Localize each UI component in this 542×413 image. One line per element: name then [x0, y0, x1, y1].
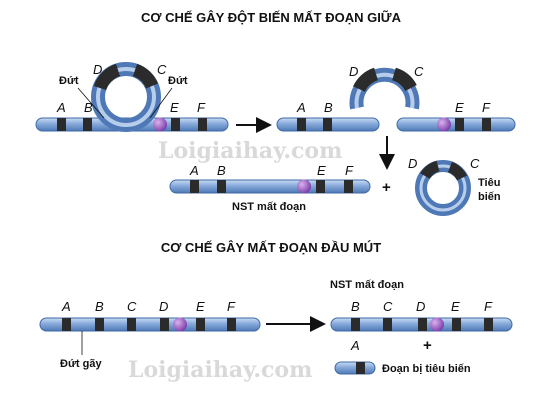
ring-fragment — [415, 160, 471, 216]
gene-label-c-4: C — [127, 299, 137, 314]
gene-label-d-2: D — [349, 64, 358, 79]
gene-label-e-5: E — [451, 299, 460, 314]
fragment-label: Đoạn bị tiêu biến — [382, 363, 471, 375]
gene-label-d-4: D — [159, 299, 168, 314]
band-a — [57, 118, 66, 131]
gene-label-e-4: E — [196, 299, 205, 314]
micronucleus-label-line2: biến — [478, 191, 501, 203]
gene-label-b-2: B — [324, 100, 333, 115]
gene-label-e-2: E — [455, 100, 464, 115]
break-pointer-left — [77, 87, 105, 119]
deleted-chromosome-label: NST mất đoạn — [232, 201, 306, 213]
gene-label-f-2: F — [482, 100, 491, 115]
plus-sign-2: + — [423, 337, 432, 354]
gene-label-c-2: C — [414, 64, 424, 79]
gene-label-a-2: A — [296, 100, 306, 115]
micronucleus-label-line1: Tiêu — [478, 177, 500, 189]
gene-label-b: B — [84, 100, 93, 115]
gene-label-b-4: B — [95, 299, 104, 314]
gene-label-a: A — [56, 100, 66, 115]
gene-label-f-5: F — [484, 299, 493, 314]
chromosome-original — [39, 317, 261, 332]
gene-label-f: F — [197, 100, 206, 115]
gene-label-e-3: E — [317, 163, 326, 178]
band-f — [198, 118, 207, 131]
gene-label-b-3: B — [217, 163, 226, 178]
gene-label-c-5: C — [383, 299, 393, 314]
gene-label-d: D — [93, 62, 102, 77]
break-pointer-right — [149, 87, 173, 119]
band-e — [171, 118, 180, 131]
watermark-top: Loigiaihay.com — [158, 138, 342, 164]
terminal-fragment — [334, 361, 376, 375]
gene-label-c-ring: C — [470, 156, 480, 171]
gene-label-f-3: F — [345, 163, 354, 178]
title-interstitial-deletion: CƠ CHẾ GÂY ĐỘT BIẾN MẤT ĐOẠN GIỮA — [141, 10, 402, 25]
break-label-right: Đứt — [168, 75, 188, 87]
chromosome-interstitial-deleted — [169, 179, 371, 194]
break-label-left: Đứt — [59, 75, 79, 87]
gene-label-a-5: A — [350, 338, 360, 353]
gene-label-a-3: A — [189, 163, 199, 178]
gene-label-b-5: B — [351, 299, 360, 314]
chromosome-broken-pieces — [276, 67, 516, 132]
centromere — [153, 117, 167, 132]
chromosome-looped — [35, 62, 229, 132]
gene-label-d-5: D — [416, 299, 425, 314]
watermark-bottom: Loigiaihay.com — [128, 357, 312, 383]
chromosome-terminal-deleted — [330, 317, 513, 332]
deleted-chromosome-label-2: NST mất đoạn — [330, 279, 404, 291]
band-b — [83, 118, 92, 131]
gene-label-c: C — [157, 62, 167, 77]
break-point-label: Đứt gãy — [60, 358, 102, 370]
gene-label-f-4: F — [227, 299, 236, 314]
gene-label-a-4: A — [61, 299, 71, 314]
plus-sign-1: + — [382, 179, 391, 196]
gene-label-e: E — [170, 100, 179, 115]
gene-label-d-ring: D — [408, 156, 417, 171]
title-terminal-deletion: CƠ CHẾ GÂY MẤT ĐOẠN ĐẦU MÚT — [161, 240, 381, 255]
